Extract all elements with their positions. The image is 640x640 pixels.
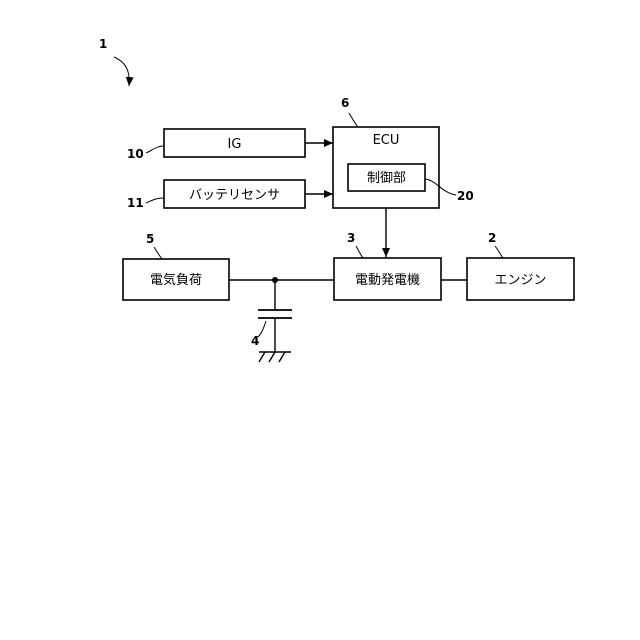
electric-load-label: 電気負荷 [150, 272, 202, 288]
ig-ref-number: 10 [127, 147, 144, 161]
motor-generator-ref-number: 3 [347, 231, 355, 245]
ecu-ref-number: 6 [341, 96, 349, 110]
ecu-label: ECU [373, 133, 400, 148]
control-unit-label: 制御部 [367, 171, 406, 186]
control-unit-ref-number: 20 [457, 189, 474, 203]
battery-sensor-label: バッテリセンサ [189, 188, 280, 203]
electric-load-ref-number: 5 [146, 232, 154, 246]
ig-label: IG [228, 137, 242, 152]
figure-number: 1 [99, 37, 107, 51]
figure-pointer-arrow [114, 57, 129, 86]
electric-load-leader-line [154, 247, 162, 259]
engine-label: エンジン [494, 273, 546, 288]
ground-symbol [259, 352, 291, 362]
battery-sensor-leader-line [146, 198, 164, 203]
battery-sensor-ref-number: 11 [127, 196, 144, 210]
ecu-leader-line [349, 113, 358, 127]
motor-generator-label: 電動発電機 [355, 273, 420, 288]
engine-ref-number: 2 [488, 231, 496, 245]
battery-ref-number: 4 [251, 334, 259, 348]
engine-leader-line [495, 246, 503, 258]
motor-generator-leader-line [356, 246, 363, 258]
ig-leader-line [146, 146, 164, 153]
